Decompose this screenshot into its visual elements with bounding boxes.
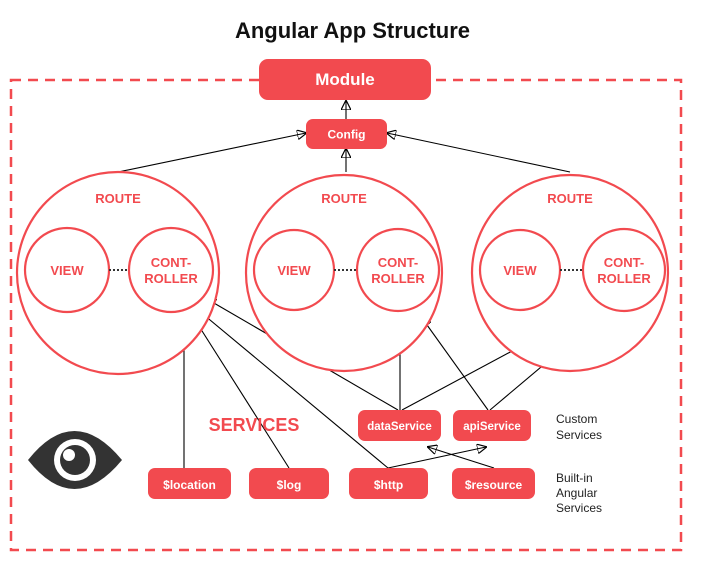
service-apiService[interactable] bbox=[453, 410, 531, 441]
services-heading: SERVICES bbox=[209, 415, 300, 435]
builtin-label-line1: Built-in bbox=[556, 471, 593, 485]
service-label: $location bbox=[163, 478, 216, 492]
module-label: Module bbox=[315, 70, 375, 89]
controller-label-line1: CONT- bbox=[151, 255, 191, 270]
arrow-log-to-ctrl1 bbox=[190, 312, 290, 469]
builtin-label-line3: Services bbox=[556, 501, 602, 515]
service-log[interactable] bbox=[249, 468, 329, 499]
controller-label-line1: CONT- bbox=[378, 255, 418, 270]
module-box[interactable] bbox=[259, 59, 431, 100]
service-resource[interactable] bbox=[452, 468, 535, 499]
view-label: VIEW bbox=[277, 263, 311, 278]
service-dataService[interactable] bbox=[358, 410, 441, 441]
route-label: ROUTE bbox=[321, 191, 367, 206]
route-circle[interactable] bbox=[470, 173, 670, 373]
controller-circle[interactable] bbox=[127, 226, 215, 314]
custom-label-line1: Custom bbox=[556, 412, 597, 426]
view-label: VIEW bbox=[50, 263, 84, 278]
controller-circle[interactable] bbox=[581, 227, 667, 313]
route-circle[interactable] bbox=[15, 170, 221, 376]
controller-label-line1: CONT- bbox=[604, 255, 644, 270]
route-label: ROUTE bbox=[95, 191, 141, 206]
config-box[interactable] bbox=[306, 119, 387, 149]
app-boundary bbox=[9, 78, 683, 552]
route-1: ROUTE VIEW CONT- ROLLER bbox=[15, 170, 221, 376]
route-circle[interactable] bbox=[244, 173, 444, 373]
service-http[interactable] bbox=[349, 468, 428, 499]
route-3: ROUTE VIEW CONT- ROLLER bbox=[470, 173, 670, 373]
service-label: dataService bbox=[367, 421, 432, 433]
builtin-label-line2: Angular bbox=[556, 486, 597, 500]
arrow-http-to-api bbox=[387, 447, 486, 469]
controller-label-line2: ROLLER bbox=[597, 271, 651, 286]
eye-icon bbox=[28, 431, 122, 489]
controller-label-line2: ROLLER bbox=[371, 271, 425, 286]
route-label: ROUTE bbox=[547, 191, 593, 206]
arrow-api-to-ctrl2 bbox=[422, 318, 489, 411]
service-label: $http bbox=[374, 478, 403, 492]
custom-label-line2: Services bbox=[556, 428, 602, 442]
service-label: $resource bbox=[465, 478, 523, 492]
service-label: apiService bbox=[463, 421, 521, 433]
service-location[interactable] bbox=[148, 468, 231, 499]
arrow-route3-to-config bbox=[387, 133, 571, 173]
config-label: Config bbox=[328, 128, 366, 142]
view-label: VIEW bbox=[503, 263, 537, 278]
controller-label-line2: ROLLER bbox=[144, 271, 198, 286]
route-2: ROUTE VIEW CONT- ROLLER bbox=[244, 173, 444, 373]
arrow-http-to-ctrl1 bbox=[198, 310, 389, 469]
service-label: $log bbox=[277, 478, 302, 492]
page-title: Angular App Structure bbox=[234, 18, 471, 43]
controller-circle[interactable] bbox=[355, 227, 441, 313]
arrow-route1-to-config bbox=[117, 133, 306, 173]
arrow-resource-to-data bbox=[428, 447, 495, 469]
